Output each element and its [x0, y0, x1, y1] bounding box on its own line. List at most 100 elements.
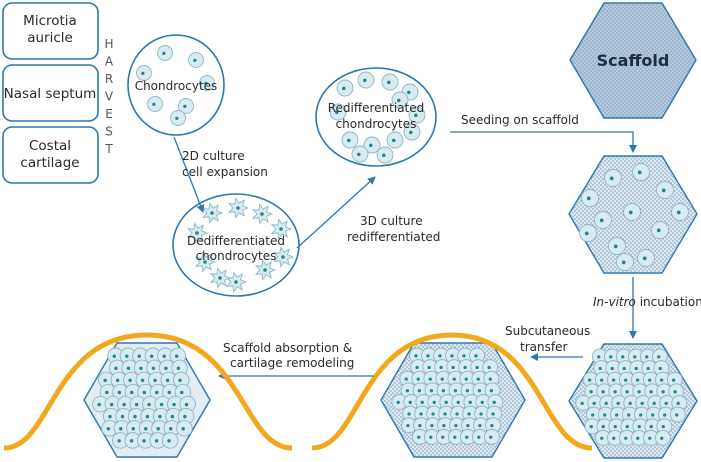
cell — [616, 253, 634, 271]
cell — [351, 145, 369, 163]
arrow-2d-culture — [173, 136, 205, 213]
step-absorption-line2: cartilage remodeling — [230, 356, 354, 370]
cell — [669, 406, 686, 423]
cell — [608, 237, 626, 255]
cell — [618, 371, 635, 388]
dedifferentiated-cell — [209, 267, 232, 289]
dedifferentiated-cell — [254, 259, 277, 281]
cell — [632, 163, 650, 181]
dedifferentiated-cell — [186, 222, 209, 244]
cell — [401, 417, 417, 434]
source-tissues: Microtia auricle Nasal septum Costal car… — [2, 2, 114, 184]
cell — [575, 395, 592, 411]
tissue-label: Nasal septum — [4, 86, 97, 102]
dedifferentiated-cell — [251, 203, 274, 225]
cell — [386, 131, 404, 149]
cell — [606, 429, 623, 446]
harvest-letter: R — [105, 72, 113, 86]
cell — [391, 91, 409, 109]
cell — [391, 394, 408, 410]
cell — [584, 418, 601, 435]
cell — [656, 181, 674, 199]
cell — [177, 408, 195, 425]
tissue-box-microtia-auricle: Microtia auricle — [2, 2, 99, 60]
cell — [329, 103, 347, 121]
cell — [199, 75, 215, 91]
harvest-letter: S — [105, 125, 113, 139]
tissue-label-line2: auricle — [27, 30, 73, 46]
cell — [409, 347, 426, 364]
dedifferentiated-cell — [272, 246, 295, 268]
cell — [671, 203, 689, 221]
cell — [637, 249, 655, 267]
dedifferentiated-cell — [225, 271, 248, 293]
cell — [92, 395, 109, 413]
tissue-label-line1: Microtia — [23, 13, 77, 29]
arrow-seeding — [450, 131, 637, 153]
tissue-box-nasal-septum: Nasal septum — [2, 64, 99, 122]
cell — [651, 348, 668, 365]
cell — [483, 370, 500, 387]
cell — [623, 203, 641, 221]
remodeled-cartilage — [3, 332, 293, 458]
tissue-box-costal-cartilage: Costal cartilage — [2, 126, 99, 184]
cell — [136, 65, 152, 81]
dedifferentiated-label-line1: Dedifferentiated — [187, 234, 285, 248]
cell — [178, 98, 194, 114]
chondrocytes-label: Chondrocytes — [135, 79, 218, 93]
cell — [363, 136, 381, 154]
cell — [129, 395, 147, 413]
cell — [411, 428, 428, 445]
redifferentiated-ellipse: Redifferentiated chondrocytes — [315, 67, 437, 167]
cell — [176, 420, 193, 437]
cell — [113, 420, 131, 437]
step-transfer-line1: Subcutaneous — [505, 324, 590, 338]
scaffold-hexagon: Scaffold — [569, 2, 697, 119]
dedifferentiated-cell — [270, 218, 293, 240]
step-transfer-line2: transfer — [520, 340, 567, 354]
cell — [483, 428, 500, 445]
cell — [381, 73, 399, 91]
cell — [188, 52, 204, 68]
cell — [408, 106, 426, 124]
dedifferentiated-ellipse: Dedifferentiated chondrocytes — [172, 193, 300, 297]
redifferentiated-label-line1: Redifferentiated — [328, 101, 425, 115]
cell — [341, 131, 359, 149]
cell — [161, 432, 179, 449]
cell — [124, 432, 142, 449]
cell — [403, 123, 421, 141]
tissue-label-line1: Costal — [29, 138, 71, 154]
harvest-letter: T — [104, 142, 113, 156]
tissue-label-line2: cartilage — [20, 155, 79, 171]
cell — [435, 428, 452, 445]
step-seeding-label: Seeding on scaffold — [461, 113, 579, 127]
step-absorption-line1: Scaffold absorption & — [223, 341, 352, 355]
cell — [579, 224, 597, 242]
harvest-letter: H — [104, 37, 113, 51]
cell — [604, 169, 622, 187]
cell — [426, 405, 443, 422]
harvest-letter: A — [105, 55, 114, 69]
step-incubation-label: In-vitro incubation — [593, 295, 701, 309]
dedifferentiated-cell — [194, 251, 217, 273]
cell — [357, 71, 375, 89]
cell — [653, 360, 670, 377]
step-3d-line2: redifferentiated — [347, 230, 440, 244]
chondrocytes-circle: Chondrocytes — [127, 34, 225, 136]
scaffold-label: Scaffold — [597, 51, 670, 70]
harvest-letter: V — [105, 90, 114, 104]
step-2d-line1: 2D culture — [182, 149, 245, 163]
cell — [123, 371, 140, 389]
step-3d-line1: 3D culture — [360, 214, 423, 228]
redifferentiated-label-line2: chondrocytes — [336, 117, 417, 131]
arrow-3d-culture — [296, 176, 376, 249]
skin-layer — [311, 332, 593, 451]
cell — [581, 189, 599, 207]
cell — [170, 110, 186, 126]
step-incubation-rest: incubation — [636, 295, 701, 309]
step-incubation-italic: In-vitro — [593, 295, 636, 309]
seeded-scaffold-hexagon — [568, 155, 698, 274]
implanted-construct — [311, 332, 593, 458]
